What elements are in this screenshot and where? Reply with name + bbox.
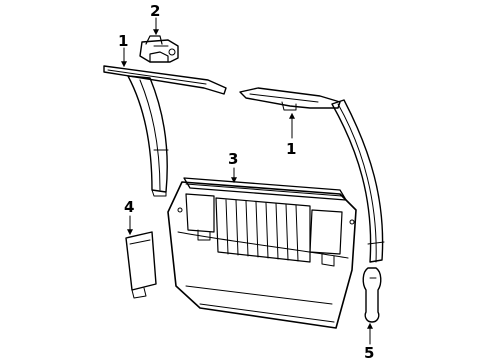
part-1-right-pillar-trim [331,99,385,263]
part-3-trim-panel [167,177,357,329]
part-1-left-header-trim [103,65,227,95]
part-5-strap [362,267,382,323]
part-2-clip [139,35,179,63]
callout-1-left: 1 [118,32,128,50]
part-1-left-pillar-trim [127,75,169,197]
callout-4: 4 [124,198,134,216]
part-4-cover [125,231,157,299]
callout-1-right: 1 [286,140,296,158]
callout-3: 3 [228,150,238,168]
part-1-right-header-trim [239,87,341,111]
callout-2: 2 [150,2,160,20]
callout-5: 5 [364,344,374,360]
